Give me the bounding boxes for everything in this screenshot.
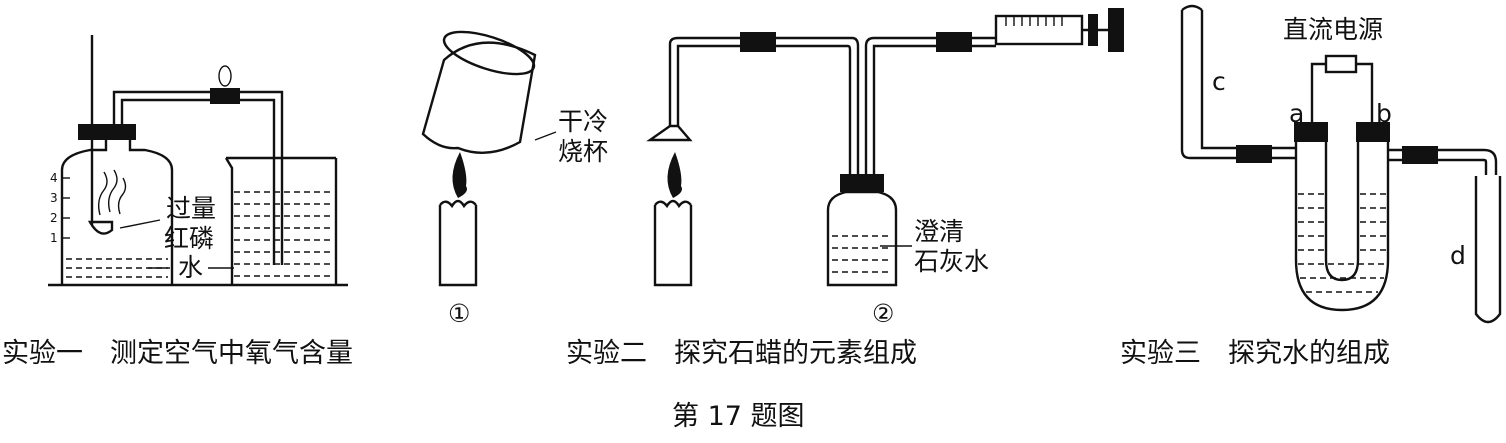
label-dry-cold: 干冷 xyxy=(558,107,608,136)
marker-1: ① xyxy=(448,299,470,328)
limewater xyxy=(832,235,892,273)
connector-c xyxy=(1236,145,1272,163)
tube-connector-2 xyxy=(936,32,972,52)
stopper-b xyxy=(1356,122,1390,142)
label-beaker: 烧杯 xyxy=(558,137,608,166)
scale-tick-1: 1 xyxy=(50,231,58,245)
tube-d-pipe xyxy=(1388,148,1498,175)
experiment3-apparatus xyxy=(1180,4,1502,324)
experiment1-apparatus: 4 3 2 1 xyxy=(48,35,348,287)
smoke-3 xyxy=(117,177,127,215)
label-limewater: 石灰水 xyxy=(914,247,989,276)
figure-title: 第 17 题图 xyxy=(672,401,805,432)
scale-tick-4: 4 xyxy=(50,171,58,185)
test-tube-d xyxy=(1474,176,1502,324)
caption-experiment2: 实验二 探究石蜡的元素组成 xyxy=(566,338,917,369)
power-wires xyxy=(1310,62,1374,138)
limewater-bottle xyxy=(826,190,898,287)
beaker-water xyxy=(234,191,334,277)
experiment2-apparatus xyxy=(421,8,1124,287)
gas-bottle xyxy=(60,136,174,285)
scale-tick-2: 2 xyxy=(50,211,58,225)
label-d: d xyxy=(1450,241,1466,270)
tube-connector-1 xyxy=(740,32,776,52)
u-tube xyxy=(1294,142,1390,312)
label-c: c xyxy=(1212,67,1226,96)
scale-tick-3: 3 xyxy=(50,191,58,205)
smoke-2 xyxy=(107,169,118,213)
tube-c xyxy=(1180,10,1296,160)
caption-experiment3: 实验三 探究水的组成 xyxy=(1120,338,1390,369)
flame-1 xyxy=(452,152,467,198)
candle-1 xyxy=(438,205,478,287)
flame-2 xyxy=(667,152,682,198)
label-clear: 澄清 xyxy=(914,217,964,246)
label-a: a xyxy=(1289,99,1304,128)
rubber-stopper xyxy=(78,124,136,140)
syringe-barrel xyxy=(994,14,1084,46)
tube-right xyxy=(864,36,996,174)
dry-cold-beaker xyxy=(421,41,537,154)
label-b: b xyxy=(1376,99,1392,128)
u-tube-water xyxy=(1298,193,1386,293)
connector-d xyxy=(1402,146,1438,164)
stopper-a xyxy=(1294,122,1328,142)
marker-2: ② xyxy=(872,299,894,328)
bottle-stopper xyxy=(840,174,884,192)
spring-clamp xyxy=(210,88,240,104)
smoke-1 xyxy=(97,171,108,216)
funnel xyxy=(646,124,693,142)
bottle-scale: 4 3 2 1 xyxy=(50,171,70,245)
connecting-tube xyxy=(112,90,284,265)
label-red-phosphorus: 红磷 xyxy=(164,224,214,253)
beaker xyxy=(224,156,338,285)
dc-power-supply xyxy=(1324,54,1358,74)
tube-left xyxy=(668,36,860,174)
label-excess: 过量 xyxy=(166,194,216,223)
candle-2 xyxy=(653,205,693,287)
label-dc-power: 直流电源 xyxy=(1283,15,1383,44)
combustion-spoon xyxy=(87,220,114,235)
caption-experiment1: 实验一 测定空气中氧气含量 xyxy=(2,338,353,369)
label-water: 水 xyxy=(178,253,203,282)
